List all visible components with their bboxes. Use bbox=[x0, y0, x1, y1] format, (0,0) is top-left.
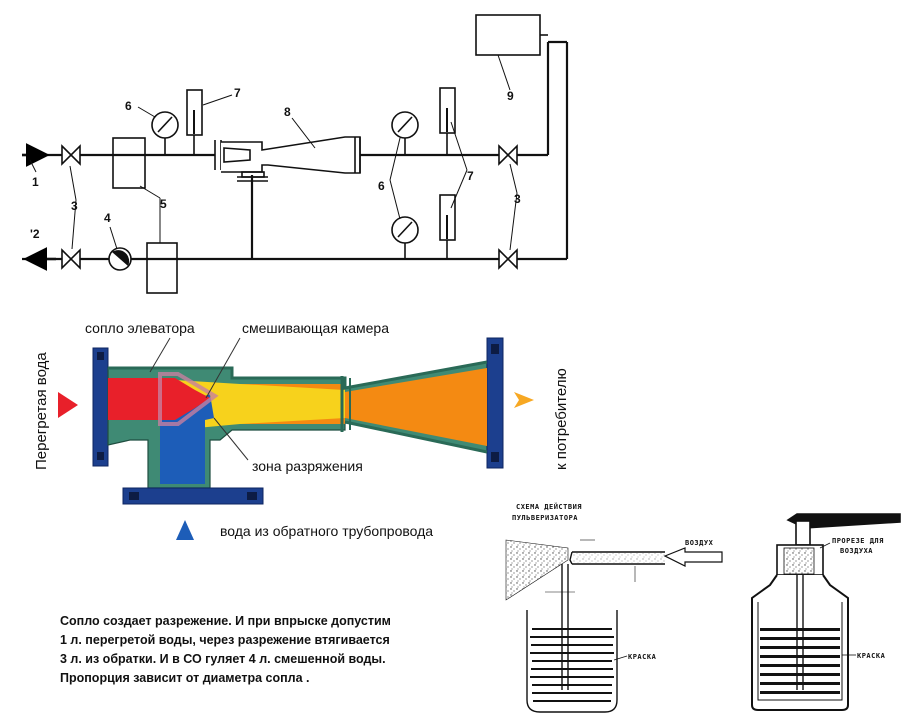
label-6-right: 6 bbox=[378, 179, 385, 193]
label-1: 1 bbox=[32, 175, 39, 189]
inlet-arrow-icon bbox=[58, 392, 78, 418]
box-5-upper bbox=[112, 137, 146, 189]
label-6-top: 6 bbox=[125, 99, 132, 113]
label-9: 9 bbox=[507, 89, 514, 103]
spray-cone bbox=[505, 539, 569, 601]
sprayer-title-2: ПУЛЬВЕРИЗАТОРА bbox=[512, 514, 578, 522]
air-arrow-icon bbox=[663, 547, 723, 567]
explanation-note: Сопло создает разрежение. И при впрыске … bbox=[60, 612, 480, 688]
label-5: 5 bbox=[160, 197, 167, 211]
paint-glass bbox=[526, 610, 618, 713]
paint-lines-right bbox=[760, 628, 840, 694]
scheme-numbers: 1 '2 3 4 5 6 7 8 6 7 3 9 bbox=[30, 86, 521, 241]
leader-lines bbox=[29, 54, 518, 251]
bottom-flange bbox=[122, 487, 264, 505]
label-7-right: 7 bbox=[467, 169, 474, 183]
sprayer-title-1: СХЕМА ДЕЙСТВИЯ bbox=[516, 502, 582, 511]
outlet-arrow-icon bbox=[514, 392, 534, 408]
note-line: Сопло создает разрежение. И при впрыске … bbox=[60, 614, 391, 628]
valve-icon bbox=[61, 144, 81, 166]
return-water-label: вода из обратного трубопровода bbox=[220, 523, 433, 539]
note-line: 3 л. из обратки. И в СО гуляет 4 л. смеш… bbox=[60, 652, 386, 666]
return-arrow-icon bbox=[176, 520, 194, 540]
elevator-section bbox=[92, 337, 504, 505]
paint-lines-left bbox=[530, 628, 614, 702]
label-3-left: 3 bbox=[71, 199, 78, 213]
label-3-right: 3 bbox=[514, 192, 521, 206]
air-hole-label-1: ПРОРЕЗЕ ДЛЯ bbox=[832, 537, 884, 545]
device-9-box bbox=[475, 14, 541, 56]
paint-label-left: КРАСКА bbox=[628, 653, 657, 661]
box-5-lower bbox=[146, 242, 178, 294]
note-line: 1 л. перегретой воды, через разрежение в… bbox=[60, 633, 390, 647]
air-hole-label-2: ВОЗДУХА bbox=[840, 547, 873, 555]
nozzle-label: сопло элеватора bbox=[85, 320, 195, 336]
sprayer-bottle bbox=[751, 513, 901, 711]
elevator-small bbox=[214, 136, 361, 182]
heating-scheme bbox=[22, 14, 569, 294]
mixing-chamber-label: смешивающая камера bbox=[242, 320, 389, 336]
paint-label-right: КРАСКА bbox=[857, 652, 886, 660]
outlet-label: к потребителю bbox=[553, 368, 570, 470]
mixing-zone bbox=[175, 380, 345, 430]
label-7-top: 7 bbox=[234, 86, 241, 100]
left-flange bbox=[92, 347, 109, 467]
label-2: '2 bbox=[30, 227, 40, 241]
valve-icon bbox=[498, 144, 518, 166]
valve-icon bbox=[61, 248, 81, 270]
vacuum-zone-label: зона разряжения bbox=[252, 458, 363, 474]
return-flow bbox=[160, 412, 205, 484]
air-label: ВОЗДУХ bbox=[685, 539, 714, 547]
inlet-label: Перегретая вода bbox=[33, 352, 50, 470]
valve-icon bbox=[498, 248, 518, 270]
sprayer-scheme: СХЕМА ДЕЙСТВИЯ ПУЛЬВЕРИЗАТОРА ВОЗДУХ bbox=[505, 502, 723, 713]
note-line: Пропорция зависит от диаметра сопла . bbox=[60, 671, 310, 685]
right-flange bbox=[486, 337, 504, 469]
label-8: 8 bbox=[284, 105, 291, 119]
valves bbox=[61, 144, 518, 270]
label-4: 4 bbox=[104, 211, 111, 225]
